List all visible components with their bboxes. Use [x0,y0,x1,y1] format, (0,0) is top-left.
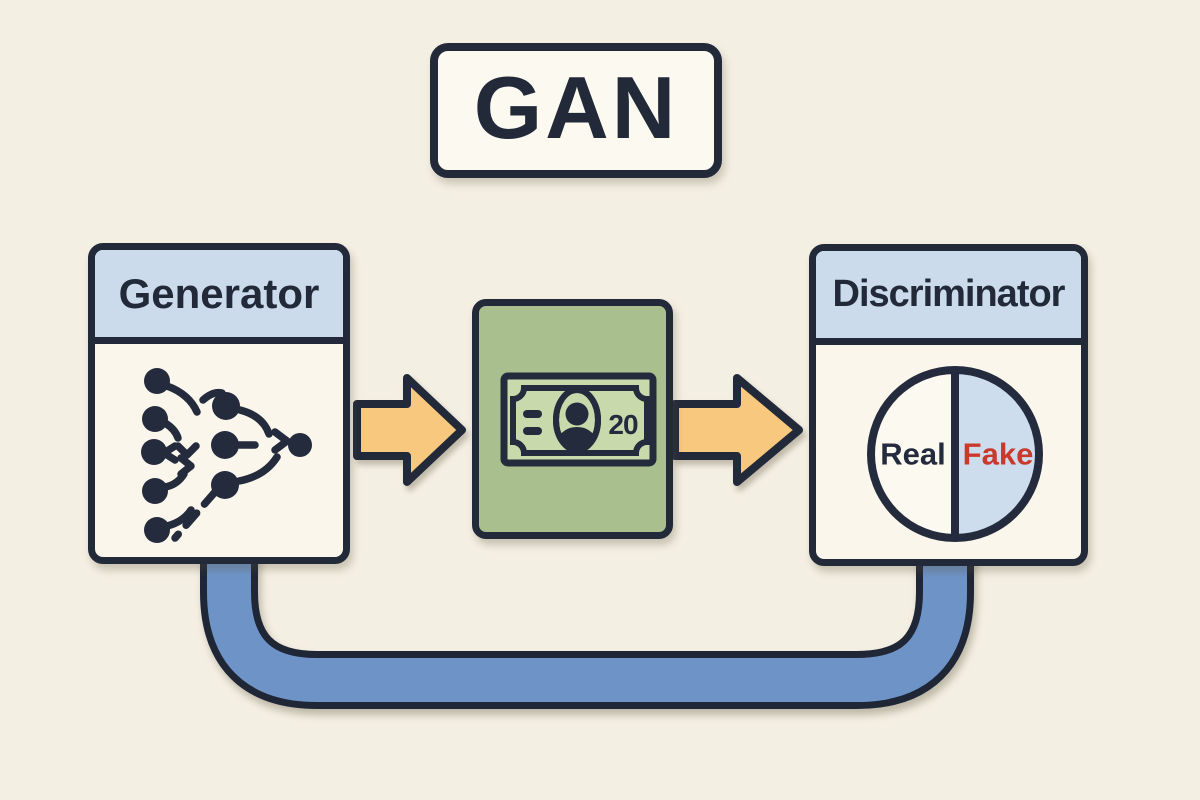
arrow-sample-to-discriminator [671,374,803,486]
real-label: Real [880,437,945,472]
dial-real-half [871,370,955,538]
discriminator-label: Discriminator [832,273,1066,315]
banknote-icon: 20 [500,372,657,467]
discriminator-header: Discriminator [816,251,1081,345]
generator-box: Generator [88,243,350,564]
banknote-denomination: 20 [608,409,638,440]
feedback-pipe-fill [207,545,967,702]
dial-fake-half [955,370,1039,538]
generator-header: Generator [95,250,343,344]
real-fake-dial: Real Fake [867,366,1043,542]
title-box: GAN [430,43,722,178]
generator-label: Generator [118,269,320,317]
neural-network-icon [141,368,312,543]
arrow-generator-to-sample [353,374,466,486]
feedback-loop-pipe [200,545,974,709]
fake-label: Fake [963,437,1034,472]
diagram-title: GAN [473,57,679,157]
discriminator-box: Discriminator Real Fake [809,244,1088,566]
dial-outline [867,366,1043,542]
generated-sample-box: 20 [472,299,673,539]
neural-nodes [141,368,312,543]
